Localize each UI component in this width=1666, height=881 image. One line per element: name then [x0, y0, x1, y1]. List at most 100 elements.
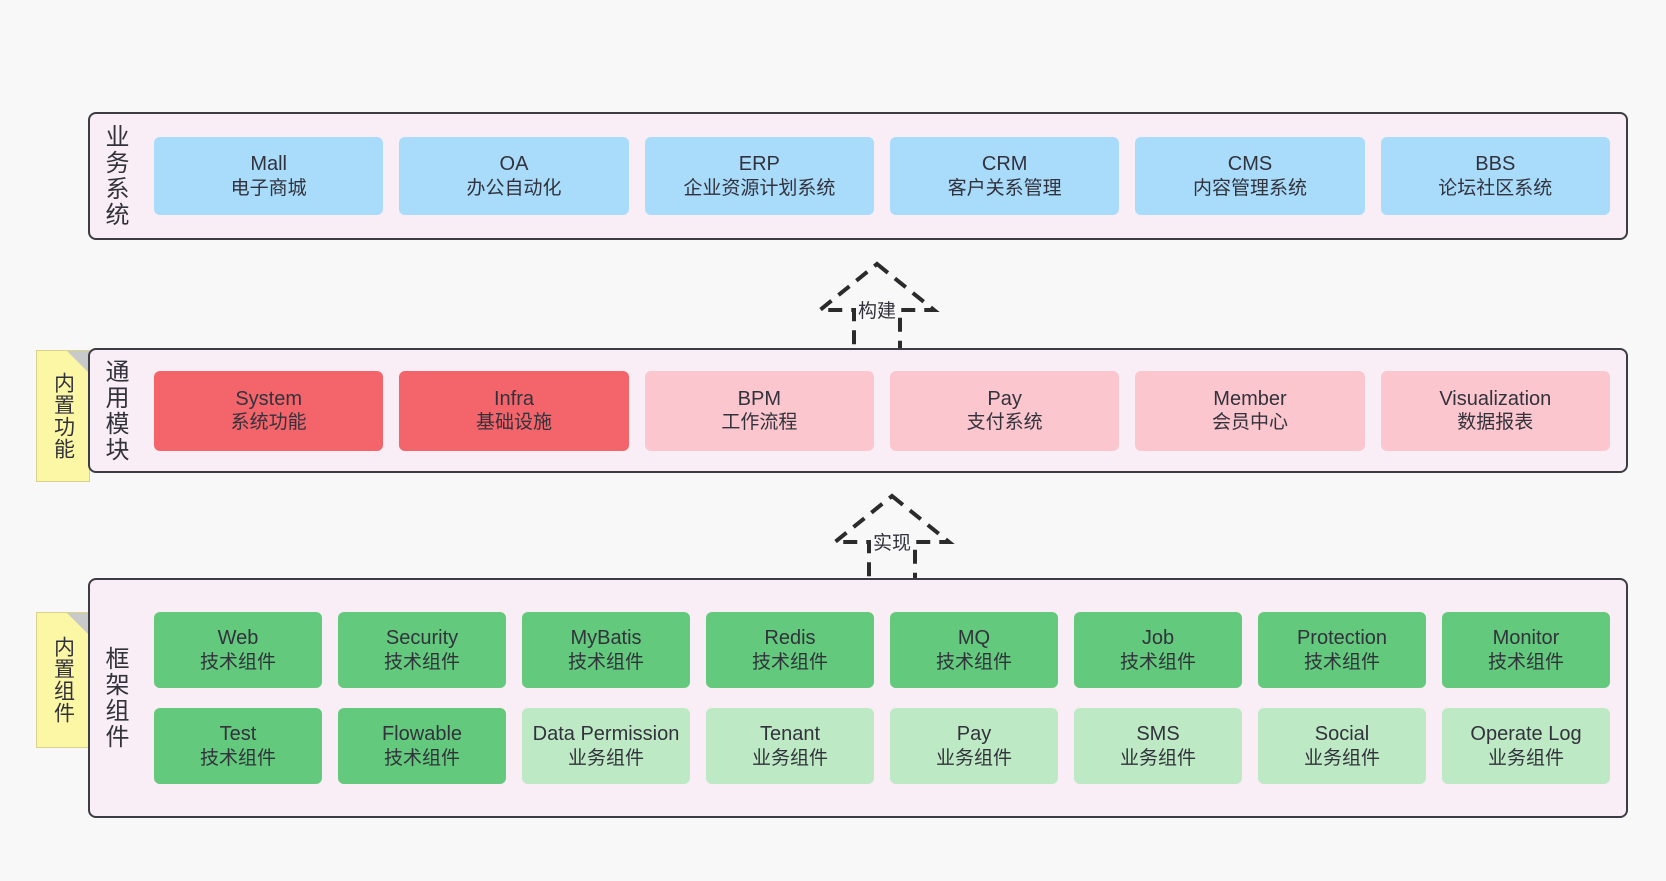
card-flowable-en: Flowable [381, 723, 463, 746]
card-protection-cn: 技术组件 [1303, 651, 1380, 673]
arrow-implement: 实现 [812, 490, 972, 590]
card-mall-cn: 电子商城 [230, 177, 307, 199]
card-monitor[interactable]: Monitor 技术组件 [1442, 612, 1610, 688]
card-member[interactable]: Member 会员中心 [1135, 370, 1365, 451]
card-operate-log[interactable]: Operate Log 业务组件 [1442, 708, 1610, 784]
card-data-permission-cn: 业务组件 [567, 747, 644, 769]
card-web-en: Web [217, 627, 259, 650]
card-security-en: Security [385, 627, 459, 650]
framework-row-business: Test 技术组件 Flowable 技术组件 Data Permission … [154, 708, 1610, 784]
layer-framework-components-body: Web 技术组件 Security 技术组件 MyBatis 技术组件 Redi… [138, 580, 1626, 816]
card-visualization-cn: 数据报表 [1457, 412, 1534, 434]
card-mybatis-cn: 技术组件 [567, 651, 644, 673]
card-system[interactable]: System 系统功能 [154, 370, 384, 451]
card-visualization[interactable]: Visualization 数据报表 [1380, 370, 1610, 451]
card-erp[interactable]: ERP 企业资源计划系统 [644, 137, 874, 215]
card-protection-en: Protection [1296, 627, 1388, 650]
card-pay-module-en: Pay [987, 387, 1022, 410]
card-cms-cn: 内容管理系统 [1192, 177, 1307, 199]
card-test-en: Test [219, 723, 257, 746]
card-sms-cn: 业务组件 [1119, 747, 1196, 769]
business-system-row: Mall 电子商城 OA 办公自动化 ERP 企业资源计划系统 CRM 客户关系… [154, 137, 1610, 215]
layer-common-modules-body: System 系统功能 Infra 基础设施 BPM 工作流程 Pay 支付系统… [138, 350, 1626, 471]
card-tenant[interactable]: Tenant 业务组件 [706, 708, 874, 784]
common-modules-row: System 系统功能 Infra 基础设施 BPM 工作流程 Pay 支付系统… [154, 370, 1610, 451]
card-job[interactable]: Job 技术组件 [1074, 612, 1242, 688]
layer-business-system: 业务系统 Mall 电子商城 OA 办公自动化 ERP 企业资源计划系统 CRM… [88, 112, 1628, 240]
card-bpm[interactable]: BPM 工作流程 [644, 370, 874, 451]
card-crm-cn: 客户关系管理 [947, 177, 1062, 199]
layer-framework-components: 框架组件 Web 技术组件 Security 技术组件 MyBatis 技术组件… [88, 578, 1628, 818]
card-test[interactable]: Test 技术组件 [154, 708, 322, 784]
card-member-en: Member [1213, 387, 1287, 410]
card-cms[interactable]: CMS 内容管理系统 [1135, 137, 1365, 215]
card-visualization-en: Visualization [1439, 387, 1552, 410]
card-monitor-cn: 技术组件 [1487, 651, 1564, 673]
card-redis[interactable]: Redis 技术组件 [706, 612, 874, 688]
card-web-cn: 技术组件 [199, 651, 276, 673]
card-oa[interactable]: OA 办公自动化 [399, 137, 629, 215]
card-member-cn: 会员中心 [1211, 412, 1288, 434]
card-flowable[interactable]: Flowable 技术组件 [338, 708, 506, 784]
card-redis-cn: 技术组件 [751, 651, 828, 673]
note-fold-icon [67, 351, 89, 373]
card-erp-en: ERP [738, 153, 780, 176]
card-pay-module[interactable]: Pay 支付系统 [889, 370, 1120, 451]
card-mall-en: Mall [250, 153, 287, 176]
card-security[interactable]: Security 技术组件 [338, 612, 506, 688]
card-oa-en: OA [499, 153, 529, 176]
card-system-en: System [235, 387, 302, 410]
card-crm-en: CRM [981, 153, 1028, 176]
card-system-cn: 系统功能 [230, 412, 307, 434]
note-builtin-components-label: 内置组件 [51, 636, 75, 724]
note-fold-icon [67, 613, 89, 635]
card-job-en: Job [1141, 627, 1175, 650]
card-social-en: Social [1314, 723, 1370, 746]
card-job-cn: 技术组件 [1119, 651, 1196, 673]
card-social[interactable]: Social 业务组件 [1258, 708, 1426, 784]
card-sms[interactable]: SMS 业务组件 [1074, 708, 1242, 784]
card-data-permission[interactable]: Data Permission 业务组件 [522, 708, 690, 784]
arrow-build: 构建 [797, 258, 957, 358]
card-infra[interactable]: Infra 基础设施 [399, 370, 629, 451]
card-web[interactable]: Web 技术组件 [154, 612, 322, 688]
card-oa-cn: 办公自动化 [466, 177, 562, 199]
card-pay-module-cn: 支付系统 [966, 412, 1043, 434]
card-mq[interactable]: MQ 技术组件 [890, 612, 1058, 688]
layer-framework-components-title: 框架组件 [100, 646, 128, 750]
card-pay-component[interactable]: Pay 业务组件 [890, 708, 1058, 784]
card-operate-log-cn: 业务组件 [1487, 747, 1564, 769]
card-infra-cn: 基础设施 [475, 412, 552, 434]
card-cms-en: CMS [1227, 153, 1273, 176]
card-protection[interactable]: Protection 技术组件 [1258, 612, 1426, 688]
card-erp-cn: 企业资源计划系统 [683, 177, 836, 199]
card-bbs-cn: 论坛社区系统 [1438, 177, 1553, 199]
card-sms-en: SMS [1136, 723, 1180, 746]
card-bbs[interactable]: BBS 论坛社区系统 [1380, 137, 1610, 215]
card-crm[interactable]: CRM 客户关系管理 [889, 137, 1120, 215]
layer-common-modules-title: 通用模块 [100, 358, 128, 463]
card-redis-en: Redis [764, 627, 816, 650]
layer-business-system-title: 业务系统 [100, 124, 128, 228]
note-builtin-features-label: 内置功能 [51, 372, 75, 460]
card-mybatis-en: MyBatis [570, 627, 642, 650]
layer-business-system-body: Mall 电子商城 OA 办公自动化 ERP 企业资源计划系统 CRM 客户关系… [138, 114, 1626, 238]
card-bbs-en: BBS [1475, 153, 1516, 176]
card-mall[interactable]: Mall 电子商城 [154, 137, 384, 215]
card-social-cn: 业务组件 [1303, 747, 1380, 769]
card-bpm-cn: 工作流程 [721, 412, 798, 434]
note-builtin-components: 内置组件 [36, 612, 90, 748]
card-infra-en: Infra [493, 387, 534, 410]
card-data-permission-en: Data Permission [532, 723, 680, 746]
framework-row-tech: Web 技术组件 Security 技术组件 MyBatis 技术组件 Redi… [154, 612, 1610, 688]
card-test-cn: 技术组件 [199, 747, 276, 769]
card-bpm-en: BPM [737, 387, 781, 410]
card-mybatis[interactable]: MyBatis 技术组件 [522, 612, 690, 688]
card-security-cn: 技术组件 [383, 651, 460, 673]
card-mq-en: MQ [957, 627, 991, 650]
card-monitor-en: Monitor [1492, 627, 1560, 650]
layer-common-modules: 通用模块 System 系统功能 Infra 基础设施 BPM 工作流程 Pay… [88, 348, 1628, 473]
card-flowable-cn: 技术组件 [383, 747, 460, 769]
card-operate-log-en: Operate Log [1470, 723, 1582, 746]
